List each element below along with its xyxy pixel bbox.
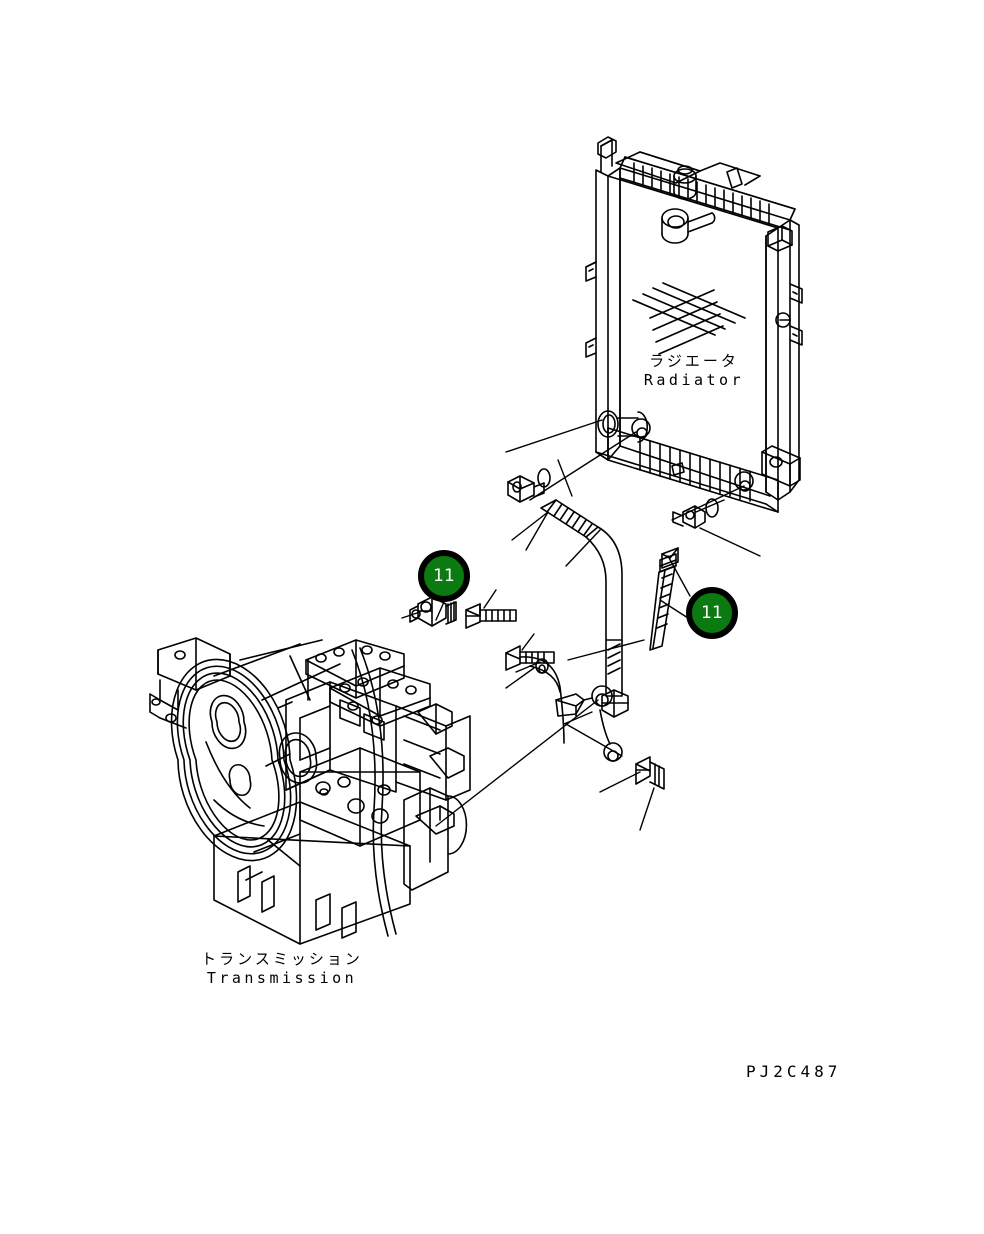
- callout-bubble-11-right[interactable]: 11: [686, 587, 738, 639]
- callout-bubble-11-left[interactable]: 11: [418, 550, 470, 602]
- hoses-and-fittings: [409, 468, 719, 790]
- radiator-label-en: Radiator: [643, 370, 745, 389]
- radiator-assembly: [585, 136, 803, 513]
- leader-lines: [401, 419, 761, 831]
- transmission-label: トランスミッション Transmission: [152, 950, 412, 988]
- radiator-label: ラジエータ Radiator: [594, 352, 794, 390]
- callout-number: 11: [701, 602, 723, 623]
- drawing-code: PJ2C487: [746, 1062, 842, 1081]
- callout-number: 11: [433, 565, 455, 586]
- transmission-label-jp: トランスミッション: [201, 950, 363, 968]
- transmission-label-en: Transmission: [206, 968, 358, 987]
- radiator-label-jp: ラジエータ: [649, 352, 739, 370]
- transmission-assembly: [149, 637, 471, 945]
